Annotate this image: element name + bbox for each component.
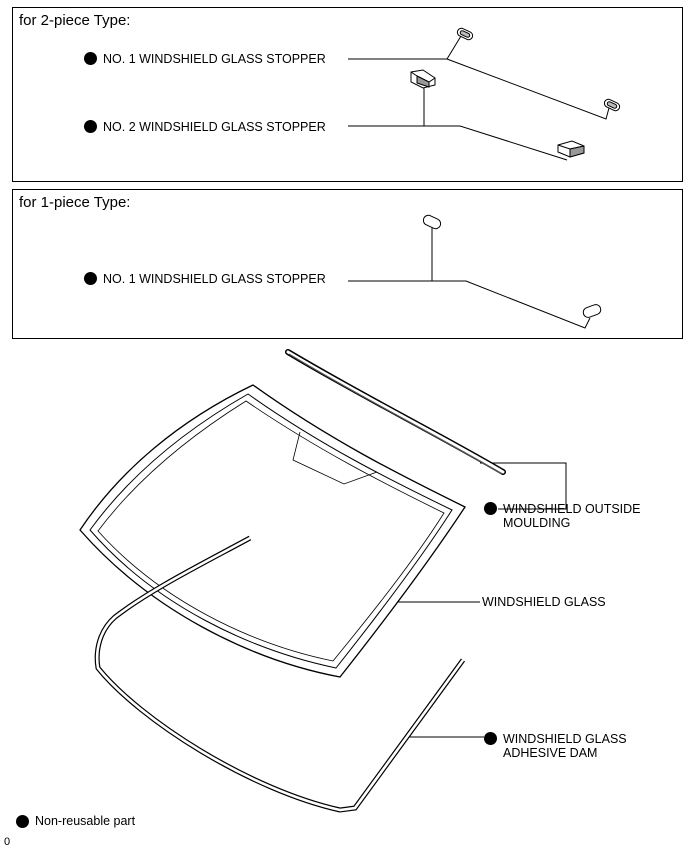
label-no2-stopper-2piece: NO. 2 WINDSHIELD GLASS STOPPER: [103, 120, 326, 134]
panel-2-piece-title: for 2-piece Type:: [19, 12, 131, 29]
label-adhesive-dam: WINDSHIELD GLASS ADHESIVE DAM: [503, 732, 627, 760]
callout-adhesive-dam: WINDSHIELD GLASS ADHESIVE DAM: [484, 732, 627, 760]
non-reusable-dot-icon: [16, 814, 29, 828]
callout-no2-stopper-2piece: NO. 2 WINDSHIELD GLASS STOPPER: [84, 120, 326, 134]
callout-no1-stopper-2piece: NO. 1 WINDSHIELD GLASS STOPPER: [84, 52, 326, 66]
leader-outside-moulding: [480, 462, 567, 510]
leader-no1-right: [446, 58, 610, 120]
outside-moulding-part: [285, 349, 506, 475]
non-reusable-dot-icon: [84, 272, 97, 285]
callout-no1-stopper-1piece: NO. 1 WINDSHIELD GLASS STOPPER: [84, 272, 326, 286]
figure-id: 0: [4, 836, 11, 848]
non-reusable-dot-icon: [84, 52, 97, 65]
leader-no1-1p: [348, 280, 591, 329]
label-no1-stopper-1piece: NO. 1 WINDSHIELD GLASS STOPPER: [103, 272, 326, 286]
legend-non-reusable: Non-reusable part: [16, 814, 135, 828]
panel-1-piece-title: for 1-piece Type:: [19, 194, 131, 211]
leader-no2-right: [348, 125, 568, 161]
panel-1-piece-type: for 1-piece Type:: [12, 189, 683, 339]
no2-stopper-icon: [557, 140, 585, 158]
no1-stopper-icon: [603, 98, 621, 112]
non-reusable-dot-icon: [484, 502, 497, 515]
leader-lines: [348, 35, 610, 738]
no1-stopper-icon: [582, 304, 602, 318]
leader-no1-top: [348, 35, 462, 60]
non-reusable-dot-icon: [484, 732, 497, 745]
stopper-icons-1piece: [422, 214, 602, 318]
label-windshield-glass: WINDSHIELD GLASS: [482, 595, 606, 609]
callout-windshield-glass: WINDSHIELD GLASS: [482, 595, 606, 609]
windshield-glass-part: [79, 384, 466, 678]
panel-2-piece-type: for 2-piece Type:: [12, 7, 683, 182]
legend-non-reusable-label: Non-reusable part: [35, 814, 136, 828]
stopper-icons-2piece: [410, 27, 621, 158]
no1-stopper-icon: [456, 27, 474, 41]
label-no1-stopper-2piece: NO. 1 WINDSHIELD GLASS STOPPER: [103, 52, 326, 66]
no1-stopper-icon: [422, 214, 442, 230]
adhesive-dam-part: [94, 535, 466, 813]
callout-outside-moulding: WINDSHIELD OUTSIDE MOULDING: [484, 502, 641, 530]
non-reusable-dot-icon: [84, 120, 97, 133]
no2-stopper-icon: [410, 69, 436, 89]
label-outside-moulding: WINDSHIELD OUTSIDE MOULDING: [503, 502, 641, 530]
